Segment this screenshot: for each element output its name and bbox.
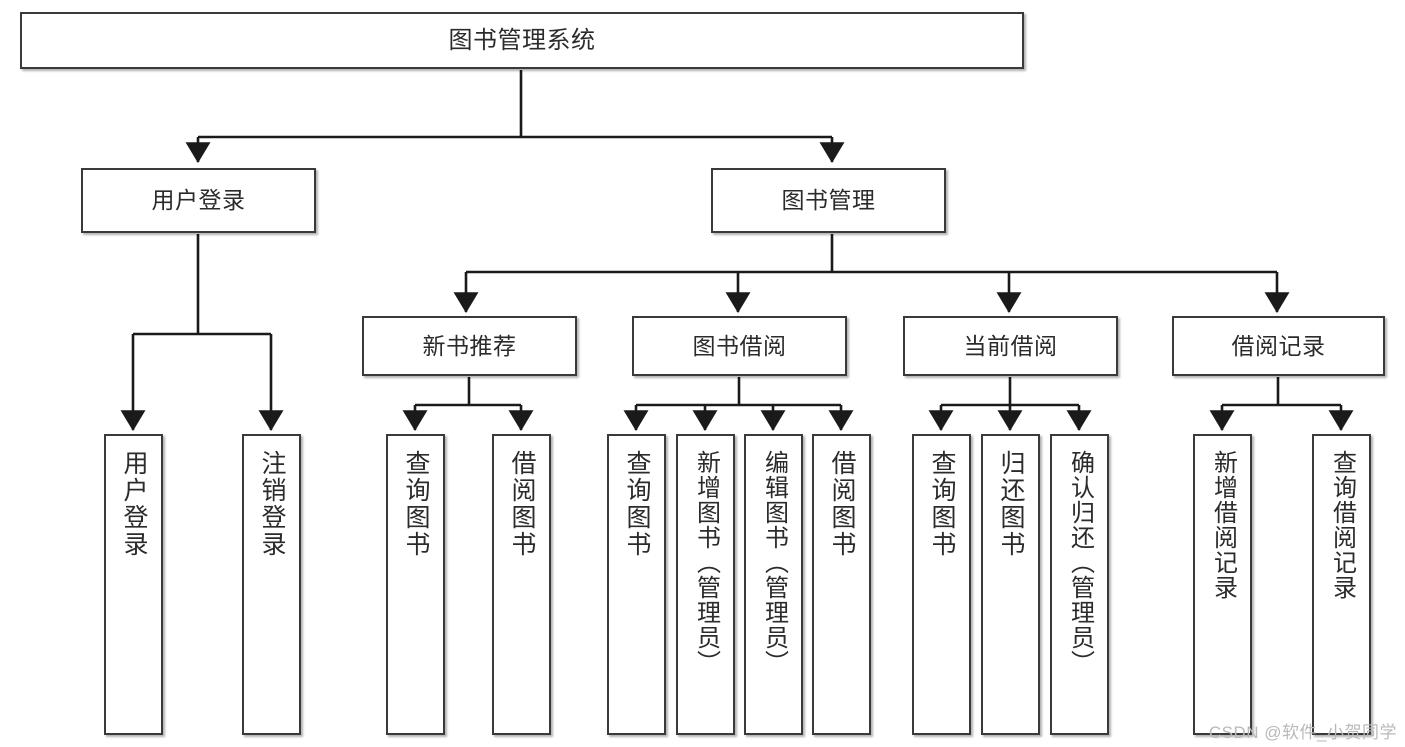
node-label: 编辑图书（管理员） [760,450,788,675]
node-label: 新增图书（管理员） [692,450,720,675]
node-label: 借阅记录 [1231,332,1326,359]
leaf-book-borrow-add-book-admin[interactable]: 新增图书（管理员） [676,434,735,735]
node-user-login[interactable]: 用户登录 [81,168,316,233]
node-root-book-management-system[interactable]: 图书管理系统 [20,12,1024,69]
leaf-new-book-query-book[interactable]: 查询图书 [386,434,445,735]
node-book-management[interactable]: 图书管理 [711,168,946,233]
node-label: 注销登录 [258,450,286,558]
node-label: 借阅图书 [828,450,856,558]
node-book-borrow[interactable]: 图书借阅 [632,316,847,376]
leaf-user-login-logout[interactable]: 注销登录 [242,434,301,735]
leaf-book-borrow-edit-book-admin[interactable]: 编辑图书（管理员） [744,434,803,735]
watermark: CSDN @软件_小贺同学 [1208,723,1397,742]
node-label: 新增借阅记录 [1209,450,1237,600]
node-current-borrow[interactable]: 当前借阅 [903,316,1118,376]
node-label: 图书管理 [781,187,876,214]
leaf-borrow-record-query-record[interactable]: 查询借阅记录 [1312,434,1371,735]
node-label: 借阅图书 [508,450,536,558]
leaf-user-login-login[interactable]: 用户登录 [104,434,163,735]
node-label: 查询图书 [402,450,430,558]
leaf-new-book-borrow-book[interactable]: 借阅图书 [492,434,551,735]
node-label: 图书借阅 [692,332,787,359]
node-label: 图书管理系统 [448,26,596,54]
node-label: 新书推荐 [422,332,517,359]
leaf-book-borrow-query-book[interactable]: 查询图书 [607,434,666,735]
leaf-current-borrow-query-book[interactable]: 查询图书 [912,434,971,735]
node-borrow-record[interactable]: 借阅记录 [1172,316,1385,376]
node-new-book-recommend[interactable]: 新书推荐 [362,316,577,376]
node-label: 查询借阅记录 [1328,450,1356,600]
node-label: 用户登录 [120,450,148,558]
node-label: 归还图书 [997,450,1025,558]
leaf-book-borrow-borrow-book[interactable]: 借阅图书 [812,434,871,735]
node-label: 当前借阅 [963,332,1058,359]
node-label: 确认归还（管理员） [1066,450,1094,675]
node-label: 查询图书 [928,450,956,558]
leaf-borrow-record-add-record[interactable]: 新增借阅记录 [1193,434,1252,735]
leaf-current-borrow-return-book[interactable]: 归还图书 [981,434,1040,735]
leaf-current-borrow-confirm-return-admin[interactable]: 确认归还（管理员） [1050,434,1109,735]
node-label: 查询图书 [623,450,651,558]
node-label: 用户登录 [151,187,246,214]
